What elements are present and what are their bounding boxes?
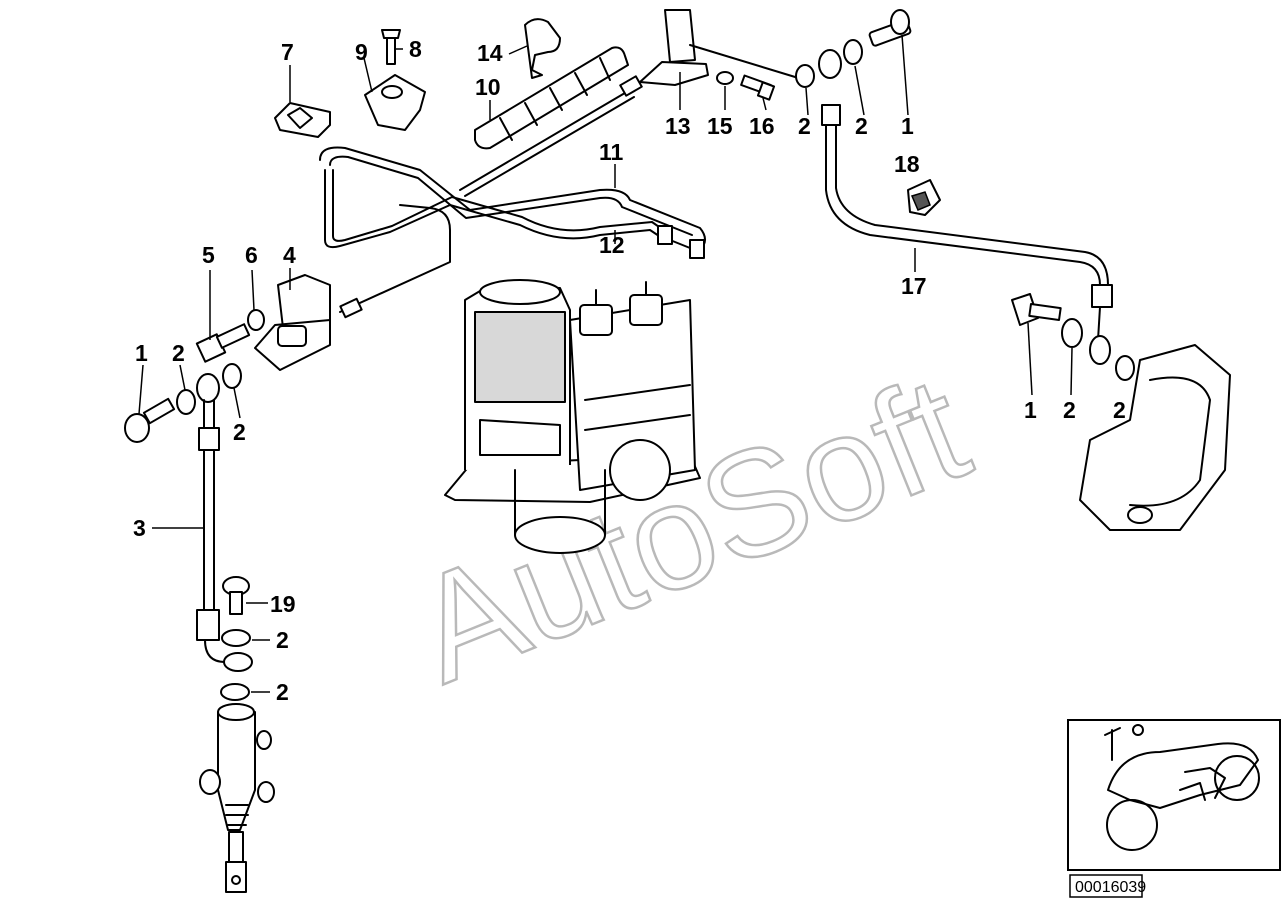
callout-14: 14 — [477, 40, 503, 66]
callout-13: 13 — [665, 113, 691, 139]
callout-8: 8 — [409, 36, 422, 62]
washer-15 — [716, 71, 734, 85]
callout-2g: 2 — [276, 627, 289, 653]
callout-11: 11 — [599, 139, 624, 165]
banjo-bolt-right — [1011, 293, 1062, 326]
leader-line-1c — [138, 364, 144, 415]
callout-10: 10 — [475, 74, 501, 100]
callout-2f: 2 — [233, 419, 246, 445]
brake-hose-3 — [196, 399, 239, 663]
callout-2d: 2 — [1113, 397, 1126, 423]
leader-line-6 — [251, 269, 255, 311]
leader-line-16 — [762, 97, 767, 111]
seal-washer-lower-a — [221, 629, 251, 647]
brake-caliper — [1079, 344, 1231, 531]
callout-7: 7 — [281, 39, 294, 65]
leader-line-2c — [1070, 347, 1073, 396]
location-inset: 00016039 — [1067, 719, 1281, 898]
leader-line-14 — [508, 45, 528, 55]
banjo-bolt-left — [124, 397, 176, 443]
screw-8 — [381, 29, 401, 65]
diagram-reference-number: 00016039 — [1075, 879, 1146, 896]
seal-washer-top-a — [795, 64, 815, 88]
banjo-fitting-lower — [223, 652, 253, 672]
callout-15: 15 — [707, 113, 733, 139]
callout-12: 12 — [599, 232, 625, 258]
rear-master-cylinder — [199, 703, 275, 893]
pipe-end-nut-top — [619, 75, 643, 97]
pipe-end-nut-11 — [689, 239, 705, 259]
seal-washer-left-a — [176, 389, 196, 415]
pipe-end-nut-12 — [657, 225, 673, 245]
callout-3: 3 — [133, 515, 146, 541]
washer-6 — [247, 309, 265, 331]
seal-washer-right-a — [1061, 318, 1083, 348]
callout-18: 18 — [894, 151, 920, 177]
clip-18 — [907, 179, 941, 216]
leader-line-2b — [854, 65, 865, 116]
callout-2b: 2 — [855, 113, 868, 139]
banjo-fitting-left — [196, 373, 220, 403]
callout-2h: 2 — [276, 679, 289, 705]
abs-pressure-modulator — [444, 279, 701, 554]
bolt-5 — [195, 323, 251, 363]
bracket-4 — [254, 274, 331, 371]
seal-washer-lower-b — [220, 683, 250, 701]
seal-washer-top-b — [843, 39, 863, 65]
pipe-end-nut-left — [339, 297, 363, 319]
screw-16 — [740, 74, 776, 101]
seal-washer-right-b — [1115, 355, 1135, 381]
banjo-fitting-top — [818, 49, 842, 79]
callout-1b: 1 — [1024, 397, 1037, 423]
leader-line-2a — [805, 87, 809, 116]
banjo-bolt-top-right — [868, 9, 912, 47]
motorcycle-silhouette-icon — [1104, 724, 1260, 851]
callout-2e: 2 — [172, 340, 185, 366]
bracket-13 — [639, 9, 806, 86]
clip-14 — [524, 18, 561, 79]
rubber-mount-9 — [364, 74, 426, 131]
callout-6: 6 — [245, 242, 258, 268]
callout-4: 4 — [283, 242, 296, 268]
brake-hose-17 — [821, 104, 1113, 365]
bolt-19 — [222, 576, 250, 615]
leader-line-9 — [363, 57, 373, 93]
leader-line-1b — [1027, 322, 1033, 396]
brake-pipe-long — [459, 89, 631, 191]
callout-17: 17 — [901, 273, 927, 299]
callout-16: 16 — [749, 113, 775, 139]
pipe-clip-7 — [274, 102, 331, 138]
leader-line-2e — [179, 364, 186, 391]
callout-1a: 1 — [901, 113, 914, 139]
leader-line-2f — [233, 387, 241, 419]
callout-19: 19 — [270, 591, 296, 617]
brake-pipe-12 — [324, 169, 696, 251]
callout-1c: 1 — [135, 340, 148, 366]
protective-sleeve-10 — [474, 46, 629, 150]
leader-line-1a — [901, 34, 909, 116]
seal-washer-left-b — [222, 363, 242, 389]
callout-9: 9 — [355, 39, 368, 65]
callout-2a: 2 — [798, 113, 811, 139]
callout-2c: 2 — [1063, 397, 1076, 423]
callout-5: 5 — [202, 242, 215, 268]
